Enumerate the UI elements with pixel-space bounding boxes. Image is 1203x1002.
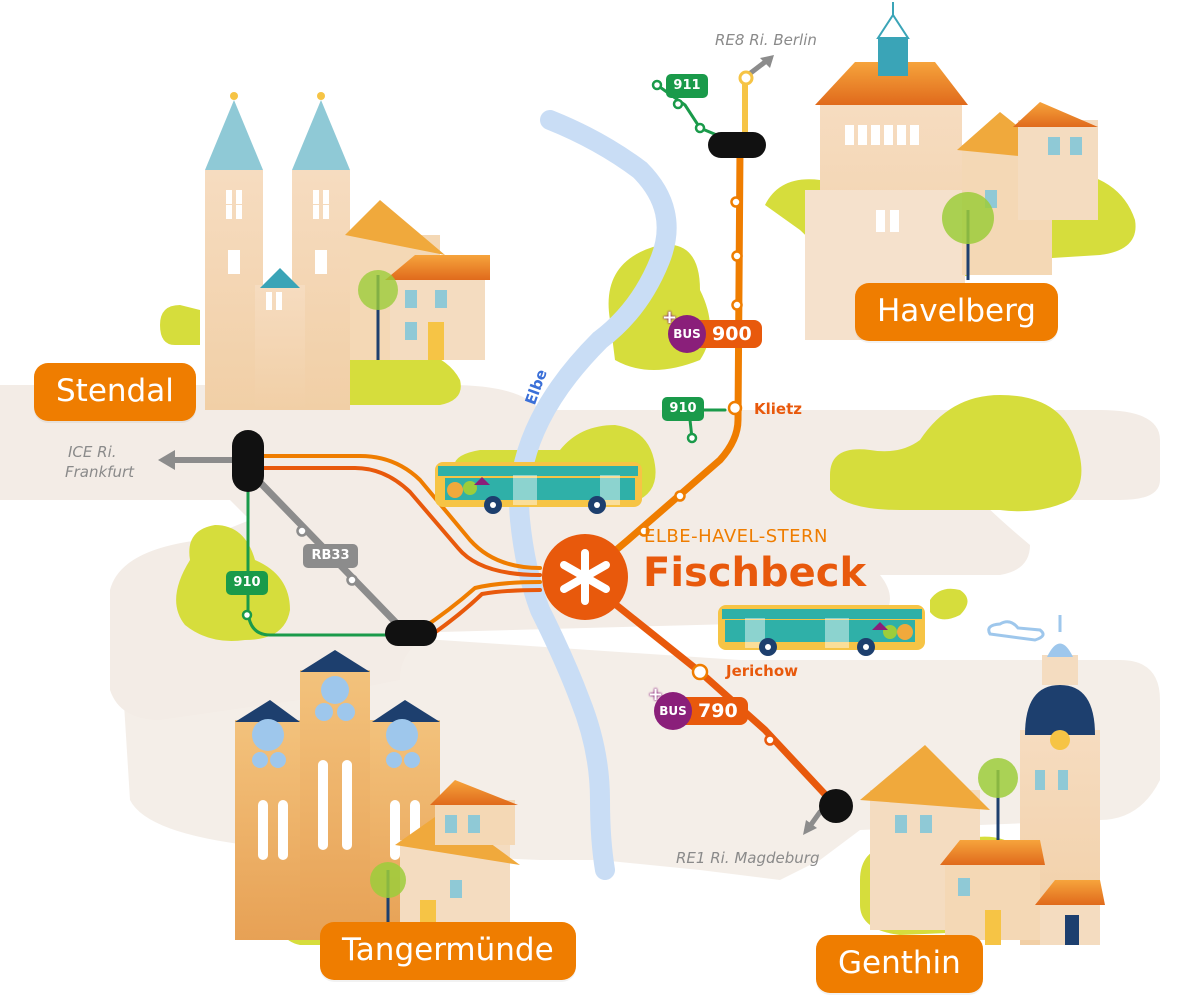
line-badge-910-west: 910 [226, 571, 268, 595]
bus-illustration-upper [435, 462, 642, 514]
bus-illustration-lower [718, 605, 925, 656]
hub-star-icon [542, 534, 628, 620]
stations [232, 132, 853, 823]
stop-label-jerichow: Jerichow [726, 662, 799, 680]
plus-bus-icon: + BUS [662, 307, 706, 353]
stop-dots [638, 196, 776, 746]
stop-dots-gray [296, 525, 358, 586]
city-label-genthin: Genthin [816, 935, 983, 993]
river-elbe [509, 110, 677, 880]
city-label-tangermuende: Tangermünde [320, 922, 576, 980]
re1-direction-label: RE1 Ri. Magdeburg [676, 849, 820, 867]
plus-bus-icon: + BUS [648, 684, 692, 730]
bus-line-number: 790 [684, 697, 748, 725]
plus-bus-790-badge: + BUS 790 [648, 684, 748, 730]
hub-subtitle: ELBE-HAVEL-STERN [644, 526, 828, 547]
city-label-havelberg: Havelberg [855, 283, 1058, 341]
stop-dots-green [241, 79, 706, 621]
re8-direction-label: RE8 Ri. Berlin [715, 31, 817, 49]
bus-prefix: BUS [659, 704, 687, 718]
city-label-stendal: Stendal [34, 363, 196, 421]
tangermuende-church [235, 650, 520, 940]
re8-stop [738, 70, 754, 86]
stendal-cathedral [205, 92, 490, 410]
line-badge-911: 911 [666, 74, 708, 98]
line-badge-910-north: 910 [662, 397, 704, 421]
ice-direction-label-line2: Frankfurt [65, 463, 135, 481]
direction-arrows [158, 55, 817, 835]
stop-label-klietz: Klietz [754, 400, 802, 418]
genthin-church [860, 615, 1105, 945]
bus-prefix: BUS [673, 327, 701, 341]
ice-direction-label-line1: ICE Ri. [68, 443, 117, 461]
cloud-icon [987, 620, 1045, 642]
bus-line-number: 900 [698, 320, 762, 348]
plus-icon: + [648, 684, 664, 705]
plus-bus-900-badge: + BUS 900 [662, 307, 762, 353]
plus-icon: + [662, 307, 678, 328]
line-badge-rb33: RB33 [303, 544, 358, 568]
hub-name: Fischbeck [643, 550, 867, 596]
